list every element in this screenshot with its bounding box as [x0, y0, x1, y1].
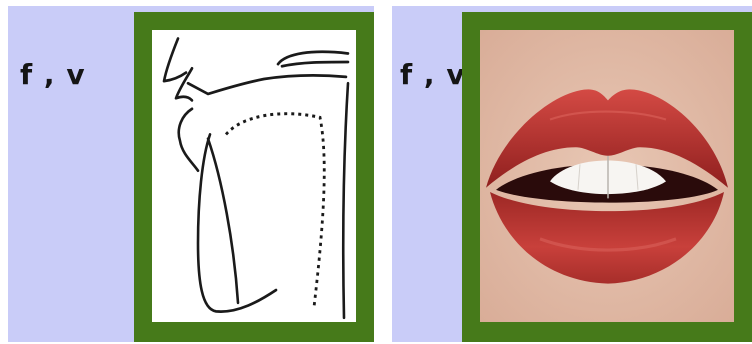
nose-outline: [164, 39, 186, 82]
pharynx-wall-outline: [343, 83, 348, 317]
mouth-cross-section-diagram: [152, 30, 356, 322]
inner-jaw-outline: [208, 139, 238, 303]
phoneme-label: f , v: [400, 58, 466, 91]
diagram-frame: [134, 12, 374, 342]
upper-teeth-outline: [188, 75, 346, 93]
lower-lip-outline: [179, 109, 198, 171]
photo-frame: [462, 12, 752, 342]
left-phoneme-card: f , v: [8, 6, 374, 342]
tongue-contour-dotted: [226, 114, 324, 307]
right-phoneme-card: f , v: [392, 6, 752, 342]
nasal-cavity-outline: [278, 52, 348, 66]
phoneme-label: f , v: [20, 58, 86, 91]
lips-photo: [480, 30, 734, 322]
